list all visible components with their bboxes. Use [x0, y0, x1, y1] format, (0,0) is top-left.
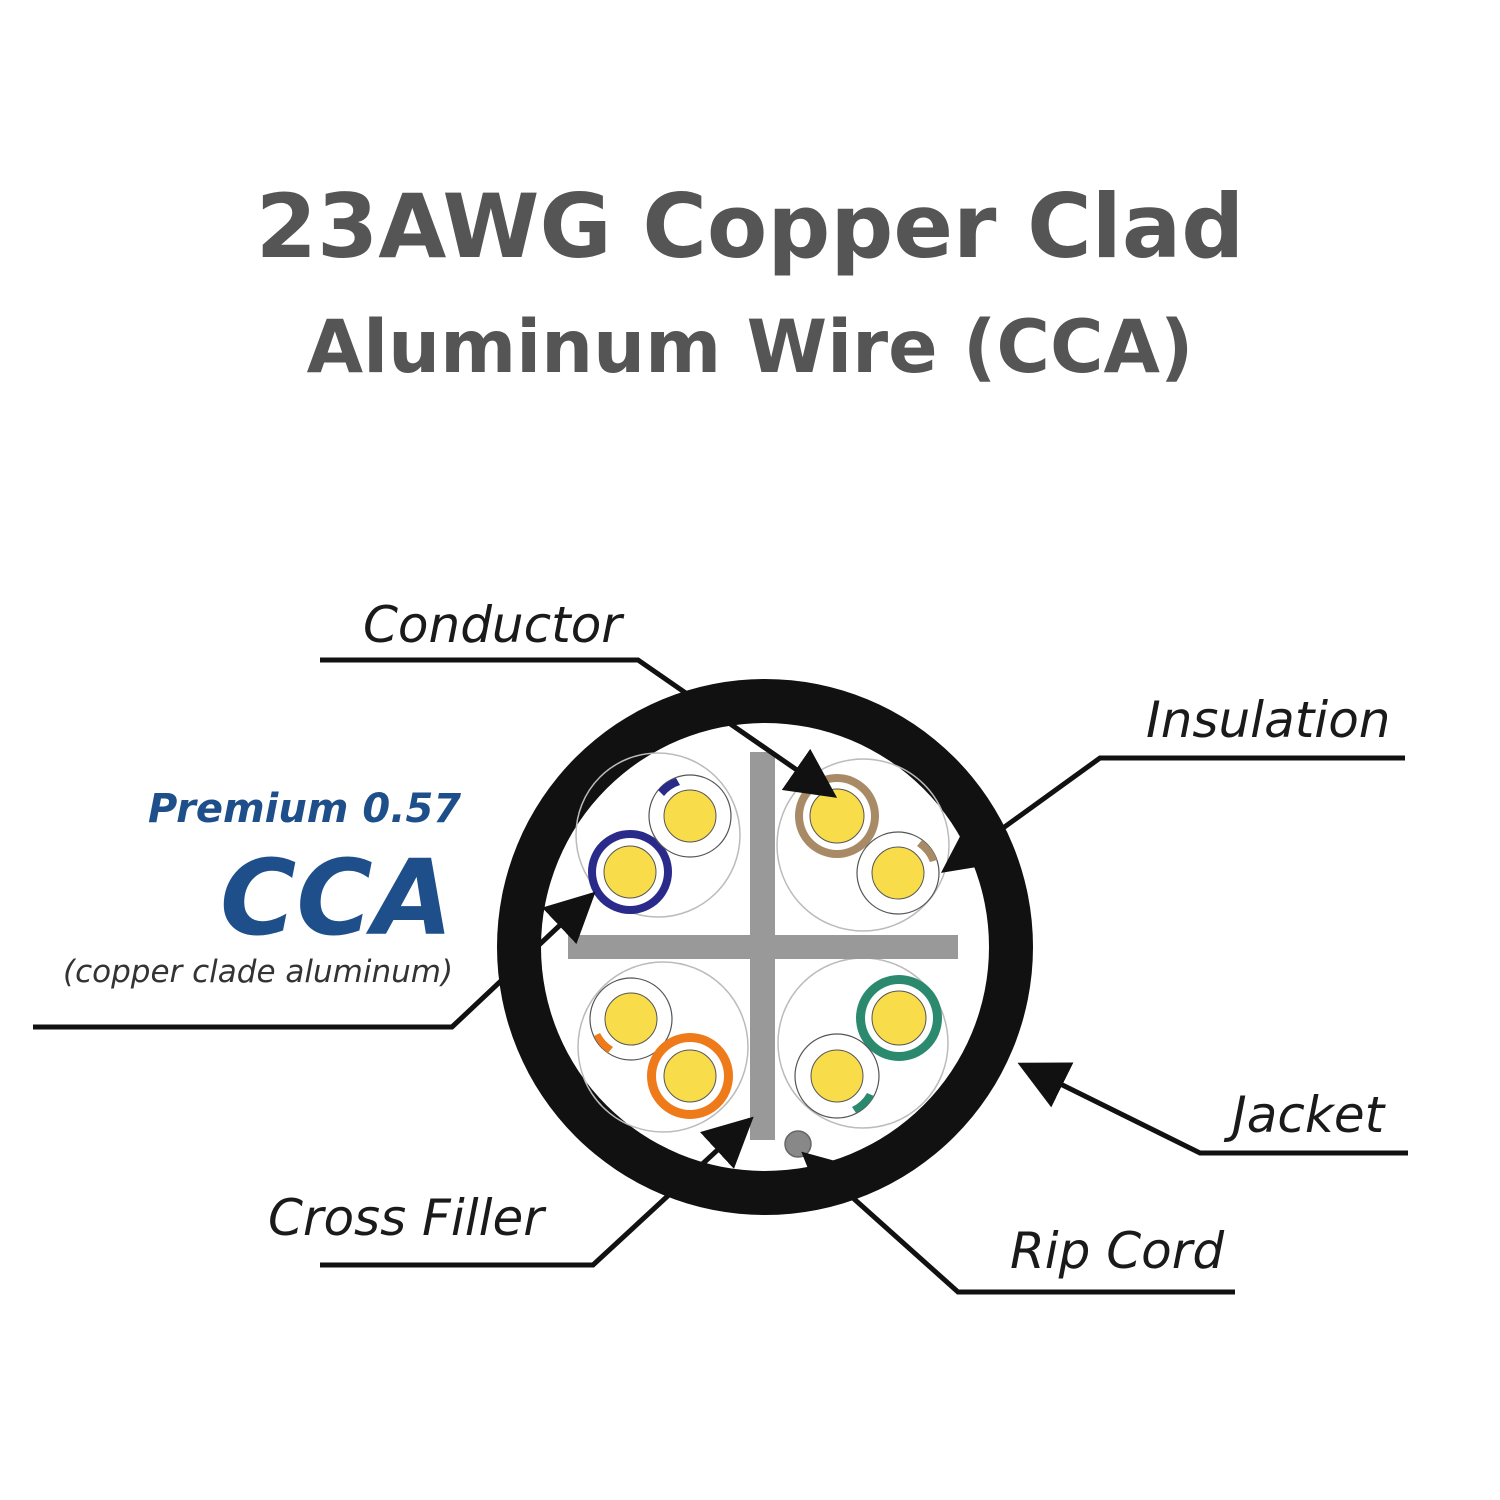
brown-white-wire — [856, 831, 940, 915]
label-cross-filler: Cross Filler — [268, 1189, 547, 1247]
orange-wire — [647, 1033, 733, 1119]
blue-wire — [588, 830, 672, 914]
green-wire — [856, 975, 942, 1061]
cca-callout-line — [33, 891, 596, 1030]
label-conductor: Conductor — [363, 596, 625, 654]
label-jacket: Jacket — [1223, 1086, 1387, 1144]
green-white-wire — [794, 1033, 880, 1119]
badge-cca: CCA — [220, 837, 453, 959]
blue-white-wire — [648, 774, 732, 858]
rip-cord-callout-line — [801, 1151, 1235, 1295]
orange-white-wire — [589, 977, 673, 1061]
label-insulation: Insulation — [1146, 691, 1390, 749]
rip-cord — [784, 1130, 812, 1158]
badge-premium: Premium 0.57 — [148, 786, 461, 832]
cross-filler-callout-line — [320, 1116, 754, 1268]
title-line-1: 23AWG Copper Clad — [256, 175, 1244, 278]
jacket-callout-line — [1017, 1062, 1408, 1156]
pair-group-bottom-left — [577, 961, 749, 1133]
title-line-2: Aluminum Wire (CCA) — [307, 305, 1194, 390]
brown-wire — [795, 774, 879, 858]
conductor-callout-line — [320, 657, 838, 798]
label-rip-cord: Rip Cord — [1010, 1222, 1224, 1280]
cross-filler-horizontal — [568, 935, 958, 959]
pair-group-top-left — [575, 752, 741, 918]
badge-note: (copper clade aluminum) — [63, 954, 453, 990]
insulation-callout-line — [940, 755, 1405, 873]
